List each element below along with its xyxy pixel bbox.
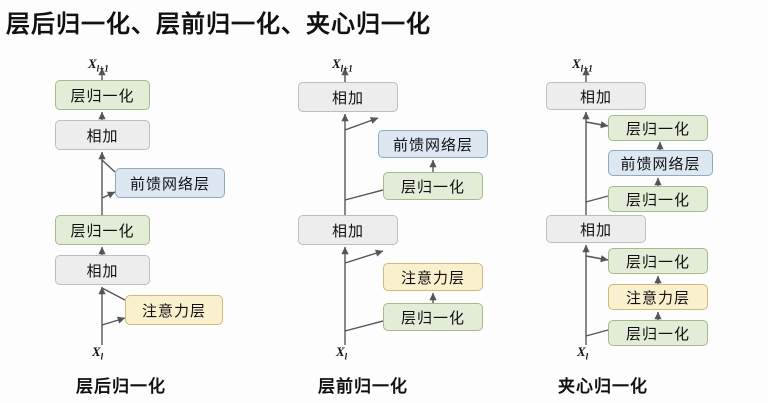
input-label: Xl (92, 344, 104, 362)
node-add-top[interactable]: 相加 (298, 82, 398, 112)
node-layer-norm-ffn[interactable]: 层归一化 (383, 172, 483, 200)
node-layer-norm-top[interactable]: 层归一化 (55, 80, 150, 110)
output-label: Xl+1 (332, 56, 353, 74)
node-ffn[interactable]: 前馈网络层 (378, 130, 488, 158)
node-attention[interactable]: 注意力层 (125, 295, 223, 325)
node-layer-norm-attn-post[interactable]: 层归一化 (608, 248, 708, 274)
output-label: Xl+1 (572, 56, 593, 74)
node-layer-norm-ffn-post[interactable]: 层归一化 (608, 115, 708, 141)
node-layer-norm-attn-pre[interactable]: 层归一化 (608, 320, 708, 346)
diagram-column-post-ln: Xl+1 Xl 层归一化 相加 前馈网络层 层归一化 相加 注意力层 层后归一化 (0, 0, 250, 403)
node-attention[interactable]: 注意力层 (608, 284, 708, 310)
node-ffn[interactable]: 前馈网络层 (115, 168, 225, 198)
diagram-column-pre-ln: Xl+1 Xl 相加 前馈网络层 层归一化 相加 注意力层 层归一化 层前归一化 (250, 0, 500, 403)
node-layer-norm-ffn-pre[interactable]: 层归一化 (608, 186, 708, 212)
output-label: Xl+1 (88, 56, 109, 74)
node-add-top[interactable]: 相加 (546, 82, 646, 110)
input-label: Xl (336, 344, 348, 362)
node-layer-norm-bottom[interactable]: 层归一化 (55, 215, 150, 245)
node-add-bottom[interactable]: 相加 (55, 255, 150, 285)
node-layer-norm-attn[interactable]: 层归一化 (383, 303, 483, 331)
input-label: Xl (577, 344, 589, 362)
connector-layer-sandwich-ln (582, 67, 664, 345)
connector-layer-pre-ln (341, 67, 437, 345)
column-caption-sandwich-ln: 夹心归一化 (558, 377, 648, 396)
node-attention[interactable]: 注意力层 (383, 263, 483, 291)
node-ffn[interactable]: 前馈网络层 (608, 150, 713, 176)
connector-layer-post-ln (98, 67, 126, 345)
node-add-bottom[interactable]: 相加 (298, 215, 398, 245)
node-add-bottom[interactable]: 相加 (546, 215, 646, 243)
page-title: 层后归一化、层前归一化、夹心归一化 (6, 12, 431, 38)
column-caption-pre-ln: 层前归一化 (318, 377, 408, 396)
diagram-column-sandwich-ln: Xl+1 Xl 相加 层归一化 前馈网络层 层归一化 相加 层归一化 注意力层 … (498, 0, 748, 403)
node-add-top[interactable]: 相加 (55, 120, 150, 150)
column-caption-post-ln: 层后归一化 (76, 377, 166, 396)
